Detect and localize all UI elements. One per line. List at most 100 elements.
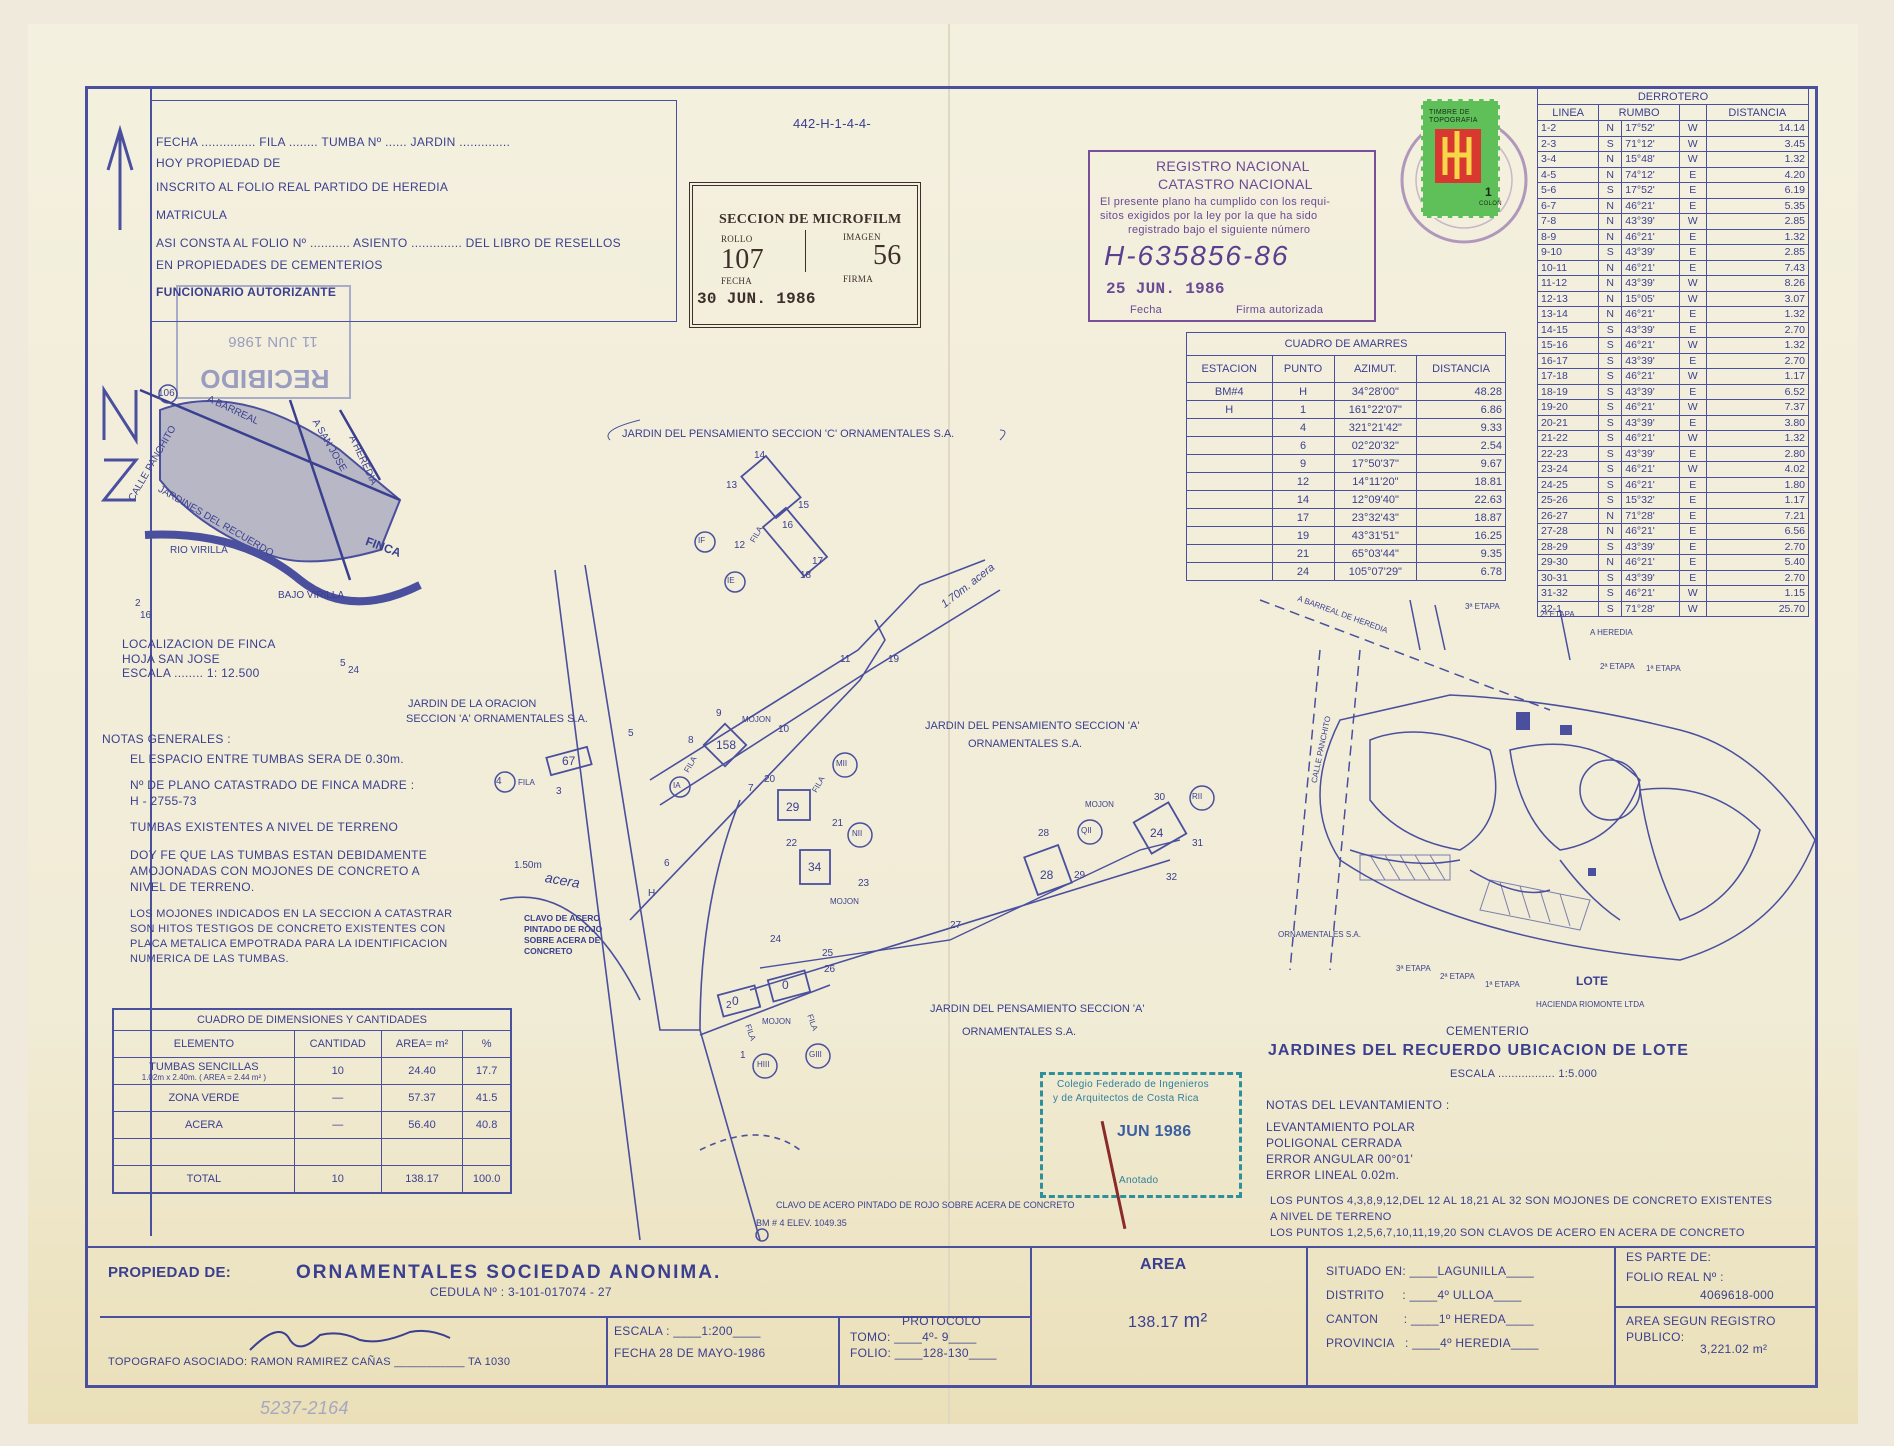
registro-title-1: REGISTRO NACIONAL (1156, 158, 1310, 174)
row-marker: RII (1192, 792, 1203, 801)
nota-line-5: DOY FE QUE LAS TUMBAS ESTAN DEBIDAMENTE (130, 848, 428, 862)
derrotero-cell: 71°28' (1621, 507, 1680, 524)
label-mojon-1: MOJON (742, 715, 771, 724)
label-clavo-3: SOBRE ACERA DE (524, 935, 601, 945)
plan-point-label: 12 (734, 540, 746, 551)
derrotero-cell: 46°21' (1621, 259, 1680, 276)
plan-point-label: 23 (858, 878, 870, 889)
derrotero-cell: N (1598, 306, 1623, 323)
registro-text-1: El presente plano ha cumplido con los re… (1100, 196, 1331, 208)
timbre-value: 1 (1485, 185, 1492, 199)
cementerio-label: CEMENTERIO (1446, 1024, 1530, 1038)
topografo-field: TOPOGRAFO ASOCIADO: RAMON RAMIREZ CAÑAS … (108, 1356, 511, 1368)
tomb-number: 34 (808, 860, 822, 874)
derrotero-cell: S (1598, 600, 1623, 617)
dimensiones-cell (462, 1138, 512, 1166)
location-hoja: HOJA SAN JOSE (122, 652, 220, 666)
dimensiones-cell: ACERA (112, 1111, 295, 1139)
derrotero-cell: 43°39' (1621, 352, 1680, 369)
derrotero-cell: 15°48' (1621, 151, 1680, 168)
plan-point-label: 3 (556, 786, 562, 797)
inscrito-field: INSCRITO AL FOLIO REAL PARTIDO DE HEREDI… (156, 180, 449, 194)
folio-real-label: FOLIO REAL Nº : (1626, 1270, 1724, 1284)
rollo-value: 107 (721, 244, 764, 275)
amarres-cell: 6.86 (1416, 400, 1506, 419)
derrotero-cell: 46°21' (1621, 461, 1680, 478)
ubic-label-ornamentales: ORNAMENTALES S.A. (1278, 930, 1361, 939)
derrotero-cell: 46°21' (1621, 585, 1680, 602)
derrotero-cell: 46°21' (1621, 430, 1680, 447)
plan-point-label: 25 (822, 948, 834, 959)
levantamiento-title: NOTAS DEL LEVANTAMIENTO : (1266, 1098, 1450, 1112)
amarres-cell: 23°32'43" (1333, 508, 1418, 527)
colegio-line-2: y de Arquitectos de Costa Rica (1053, 1093, 1199, 1104)
levantamiento-note-2: A NIVEL DE TERRENO (1270, 1211, 1392, 1223)
microfilm-firma-label: FIRMA (843, 274, 874, 284)
loc-label-24: 24 (348, 665, 360, 676)
tomb-number: 158 (716, 738, 737, 752)
plan-point-label: 16 (782, 520, 794, 531)
derrotero-cell: 43°39' (1621, 538, 1680, 555)
loc-label-106: 106 (158, 388, 175, 399)
matricula-field: MATRICULA (156, 208, 228, 222)
ubicacion-title: JARDINES DEL RECUERDO UBICACION DE LOTE (1268, 1042, 1689, 1059)
plan-number: 442-H-1-4-4- (793, 116, 872, 131)
label-bm4: BM # 4 ELEV. 1049.35 (756, 1218, 847, 1228)
protocolo-label: PROTOCOLO (902, 1314, 982, 1328)
derrotero-cell: 46°21' (1621, 523, 1680, 540)
dimensiones-cell (380, 1138, 464, 1166)
derrotero-cell: 71°12' (1621, 135, 1680, 152)
propiedad-field: HOY PROPIEDAD DE (156, 156, 281, 170)
dimensiones-row (112, 1138, 512, 1166)
tomb-number: 0 (782, 978, 789, 992)
label-clavo-bm: CLAVO DE ACERO PINTADO DE ROJO SOBRE ACE… (776, 1200, 1075, 1210)
loc-label-bajo-virilla: BAJO VIRILLA (278, 590, 345, 601)
footer-div-3 (1614, 1246, 1616, 1388)
derrotero-cell: 4-5 (1536, 166, 1600, 183)
amarres-cell: 12°09'40" (1333, 490, 1418, 509)
plan-point-label: 18 (800, 570, 812, 581)
row-marker: HIII (757, 1060, 770, 1069)
cedula: CEDULA Nº : 3-101-017074 - 27 (430, 1285, 612, 1299)
north-column-divider (150, 86, 152, 1236)
derrotero-cell: 1.32 (1705, 337, 1810, 354)
timbre-topografia-stamp: TIMBRE DE TOPOGRAFIA 1 COLON (1421, 99, 1502, 218)
funcionario-field: FUNCIONARIO AUTORIZANTE (156, 285, 337, 299)
derrotero-cell: 9-10 (1536, 244, 1600, 261)
amarres-table: CUADRO DE AMARRES ESTACION PUNTO AZIMUT.… (1186, 332, 1506, 581)
derrotero-cell: N (1598, 120, 1623, 137)
dimensiones-value: 17.7 (475, 1065, 498, 1077)
derrotero-cell: 74°12' (1621, 166, 1680, 183)
row-marker: NII (852, 829, 863, 838)
propiedad-label: PROPIEDAD DE: (108, 1264, 232, 1281)
footer-div-2 (1306, 1246, 1308, 1388)
derrotero-cell: 46°21' (1621, 399, 1680, 416)
dimensiones-cell: 100.0 (462, 1165, 512, 1194)
plan-point-label: 6 (664, 858, 670, 869)
label-clavo-2: PINTADO DE ROJO (524, 924, 603, 934)
header-fields-box (150, 100, 677, 322)
derrotero-cell: 11-12 (1536, 275, 1600, 292)
area-registro-label-2: PUBLICO: (1626, 1330, 1685, 1344)
registro-number: H-635856-86 (1104, 240, 1290, 271)
row-marker: IE (727, 576, 735, 585)
dimensiones-value: TOTAL (186, 1173, 222, 1185)
dimensiones-cell: 41.5 (462, 1084, 512, 1112)
amarres-cell: 19 (1271, 526, 1335, 545)
derrotero-cell: 6-7 (1536, 197, 1600, 214)
derrotero-cell: S (1598, 244, 1623, 261)
derrotero-cell: 22-23 (1536, 445, 1600, 462)
colegio-date: JUN 1986 (1117, 1123, 1192, 1140)
amarres-header-distancia: DISTANCIA (1416, 355, 1506, 383)
levantamiento-note-3: LOS PUNTOS 1,2,5,6,7,10,11,19,20 SON CLA… (1270, 1227, 1745, 1239)
